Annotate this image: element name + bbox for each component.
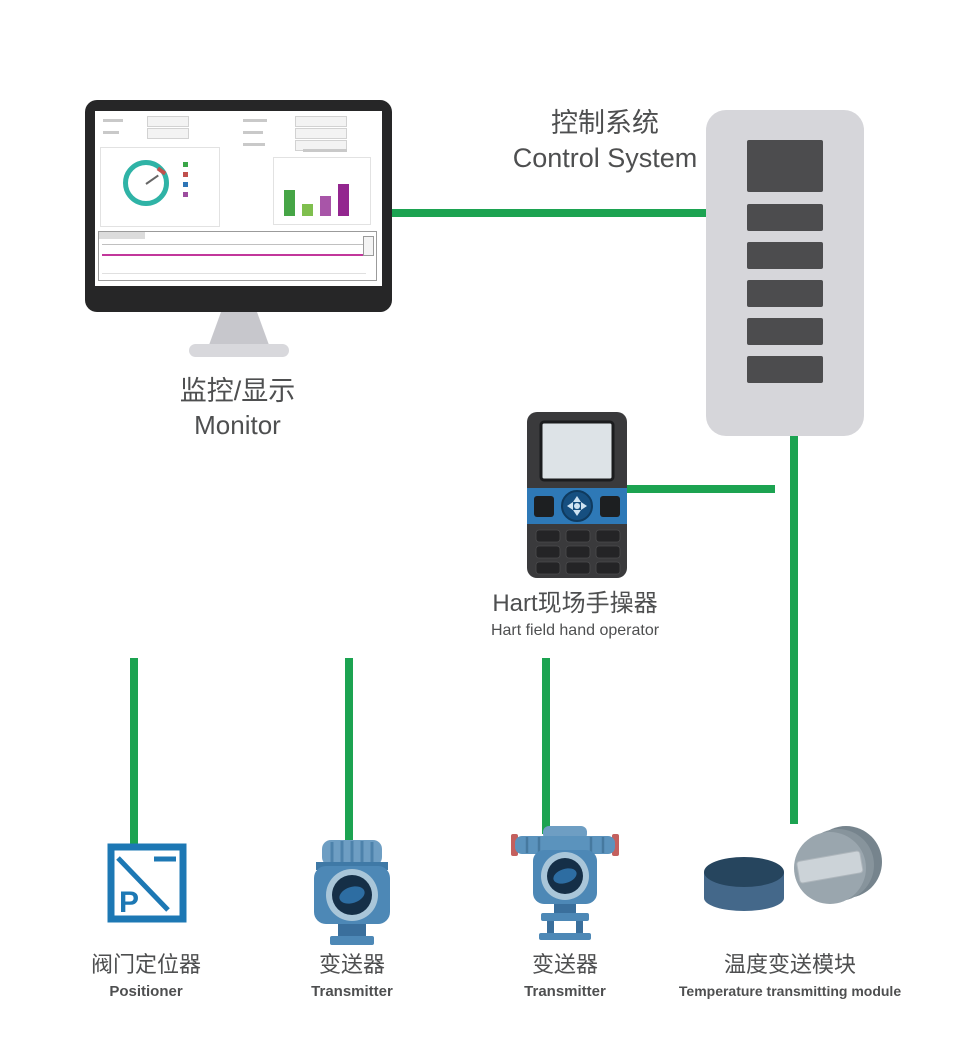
hand-operator-label-zh: Hart现场手操器 — [492, 590, 658, 617]
positioner-label-en: Positioner — [109, 982, 183, 1000]
hmi-value-field — [295, 128, 347, 139]
legend-swatch — [183, 182, 188, 187]
temperature-module-device — [698, 826, 883, 923]
nav-down-arrow — [573, 510, 581, 516]
transmitter-1-device — [304, 836, 400, 953]
hmi-gauge-needle — [145, 174, 159, 185]
nav-left-arrow — [567, 502, 573, 510]
transmitter-cap-ribs — [330, 841, 374, 865]
monitor-screen — [95, 111, 382, 286]
temp-module-display-band — [796, 850, 864, 884]
hand-operator-label-en: Hart field hand operator — [490, 622, 660, 640]
positioner-device: P — [106, 842, 188, 929]
transmitter-2-device — [509, 824, 621, 947]
monitor-base — [189, 344, 289, 357]
hmi-value-field — [295, 116, 347, 127]
hmi-label-tick — [103, 119, 123, 122]
monitor-label-en: Monitor — [194, 410, 281, 441]
monitor-stand — [209, 312, 269, 345]
transmitter-display-oval — [339, 886, 365, 904]
temp-puck-bottom — [704, 885, 784, 911]
legend-swatch — [183, 172, 188, 177]
hmi-trend-header — [99, 232, 145, 239]
hmi-trend-legend — [363, 236, 374, 256]
legend-swatch — [183, 162, 188, 167]
positioner-symbol-icon: P — [107, 843, 187, 923]
handheld-soft-key — [534, 496, 554, 517]
hmi-trend-gridline — [102, 244, 366, 245]
cabinet-module — [747, 204, 823, 231]
hmi-bar-chart — [273, 157, 371, 225]
cabinet-module — [747, 140, 823, 192]
temp-puck-top — [704, 857, 784, 887]
positioner-label-zh: 阀门定位器 — [90, 952, 201, 977]
transmitter-neck — [554, 904, 576, 913]
hmi-bar — [302, 204, 313, 216]
hmi-label-tick — [243, 143, 265, 146]
cabinet-module — [747, 318, 823, 345]
hmi-value-field — [147, 116, 189, 127]
control-system-label-zh: 控制系统 — [551, 108, 659, 138]
hmi-trend-series-line — [102, 254, 366, 256]
hmi-value-field — [147, 128, 189, 139]
temperature-module-label-en: Temperature transmitting module — [678, 982, 902, 999]
legend-swatch — [183, 192, 188, 197]
temperature-module-label-zh: 温度变送模块 — [723, 952, 856, 977]
transmitter-neck — [338, 924, 366, 936]
hand-operator-label: Hart现场手操器 Hart field hand operator — [420, 588, 730, 642]
positioner-label: 阀门定位器 Positioner — [40, 951, 252, 1001]
transmitter-1-label-zh: 变送器 — [318, 952, 385, 977]
hart-handheld-device — [522, 410, 632, 587]
transmitter-cylinder-ribs — [525, 837, 605, 853]
transmitter-base — [330, 936, 374, 945]
handheld-screen — [539, 420, 615, 482]
hmi-trend-chart — [98, 231, 377, 281]
hmi-gauge-alarm-segment — [156, 166, 167, 176]
nav-center-button — [574, 503, 580, 509]
cabinet-module — [747, 280, 823, 307]
hmi-label-tick — [103, 131, 119, 134]
transmitter-base-plate — [541, 913, 589, 921]
hmi-label-tick — [243, 131, 263, 134]
transmitter-1-label-en: Transmitter — [311, 982, 393, 1000]
monitor-frame — [85, 100, 392, 312]
temperature-module-icon — [704, 826, 882, 911]
handheld-soft-key — [600, 496, 620, 517]
hmi-legend — [183, 162, 188, 202]
hmi-gauge — [123, 160, 169, 206]
nav-right-arrow — [581, 502, 587, 510]
cabinet-module — [747, 356, 823, 383]
temperature-module-label: 温度变送模块 Temperature transmitting module — [635, 951, 945, 1000]
hmi-bar — [338, 184, 349, 216]
hmi-bar — [284, 190, 295, 216]
monitor-label: 监控/显示 Monitor — [90, 374, 385, 443]
transmitter-2-label-zh: 变送器 — [531, 952, 598, 977]
hmi-bar-chart-title-tick — [303, 149, 347, 152]
hmi-label-tick — [243, 119, 267, 122]
connection-lines — [85, 209, 865, 846]
handheld-keypad — [535, 529, 621, 575]
hmi-gauge-panel — [100, 147, 220, 227]
hmi-bar — [320, 196, 331, 216]
transmitter-2-label-en: Transmitter — [524, 982, 606, 1000]
monitor-label-zh: 监控/显示 — [179, 376, 296, 406]
positioner-letter: P — [119, 886, 139, 919]
positioner-diagonal — [116, 856, 170, 912]
transmitter-icon — [511, 826, 619, 940]
cabinet-module — [747, 242, 823, 269]
transmitter-leg — [576, 921, 583, 933]
transmitter-display-oval — [553, 868, 577, 884]
transmitter-2-label: 变送器 Transmitter — [459, 951, 671, 1001]
control-system-label: 控制系统 Control System — [440, 106, 770, 176]
hart-handheld-icon — [527, 412, 627, 578]
transmitter-1-label: 变送器 Transmitter — [246, 951, 458, 1001]
control-system-cabinet — [706, 110, 864, 436]
transmitter-icon — [314, 840, 390, 945]
nav-up-arrow — [573, 496, 581, 502]
transmitter-foot — [539, 933, 591, 940]
hmi-trend-axis — [102, 273, 366, 274]
control-system-label-en: Control System — [512, 143, 698, 174]
transmitter-leg — [547, 921, 554, 933]
